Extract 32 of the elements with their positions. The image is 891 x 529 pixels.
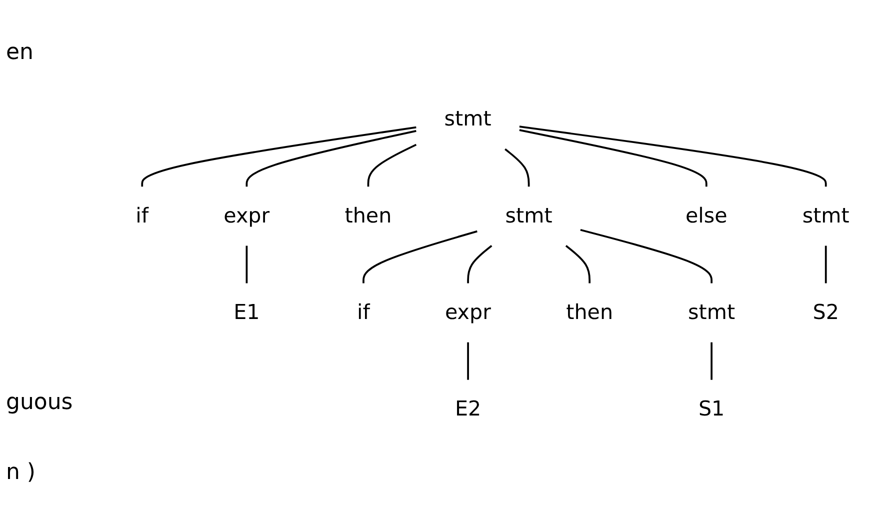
connector: [519, 129, 708, 187]
node-text: expr: [444, 301, 492, 325]
node-text: E2: [454, 398, 482, 422]
node-text: if: [136, 204, 149, 228]
connector: [824, 246, 827, 284]
connector: [246, 246, 248, 284]
connector: [519, 126, 827, 187]
node-text: E1: [234, 301, 260, 325]
node-text: expr: [224, 204, 270, 228]
connector: [710, 342, 713, 380]
connector: [367, 144, 417, 187]
connector: [362, 230, 478, 284]
node-text: S1: [698, 398, 725, 422]
node-text: stmt: [505, 204, 552, 228]
connector: [467, 342, 469, 380]
connector: [141, 126, 416, 187]
note-text: en: [6, 40, 34, 65]
connector: [504, 148, 530, 187]
note-text: guous: [6, 390, 73, 415]
connector: [467, 245, 492, 284]
node-text: stmt: [802, 204, 850, 228]
connector: [565, 245, 591, 284]
node-text: stmt: [688, 301, 736, 325]
node-text: then: [344, 204, 392, 228]
node-text: if: [356, 301, 370, 325]
connector: [246, 130, 416, 187]
node-text: else: [685, 204, 728, 228]
node-text: then: [566, 301, 614, 325]
note-text: n ): [6, 460, 36, 485]
connector: [580, 228, 713, 284]
node-text: S2: [812, 301, 839, 325]
node-text: stmt: [444, 108, 492, 132]
